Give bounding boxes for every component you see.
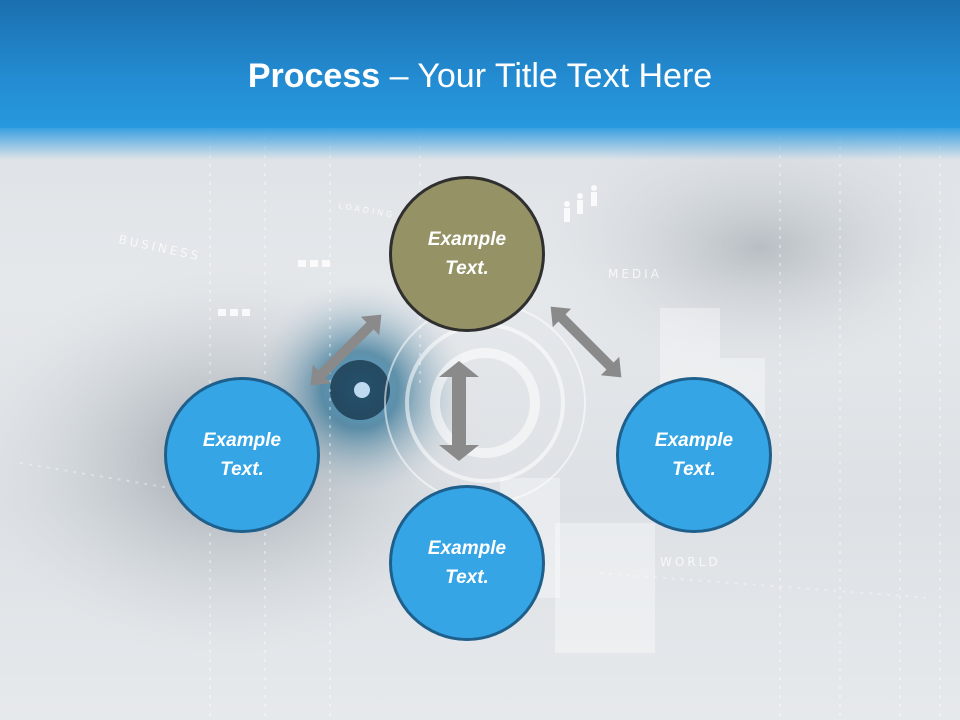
node-bottom-line1: Example — [427, 538, 507, 559]
node-left-line2: Text. — [220, 459, 264, 480]
arrow-center-vertical — [439, 361, 479, 461]
node-top-line2: Text. — [445, 258, 489, 279]
process-node-left[interactable]: Example Text. — [164, 377, 320, 533]
process-node-bottom[interactable]: Example Text. — [389, 485, 545, 641]
bg-label-media: MEDIA — [608, 267, 662, 281]
node-bottom-line2: Text. — [445, 567, 489, 588]
process-node-top[interactable]: Example Text. — [389, 176, 545, 332]
arrow-top-left — [310, 314, 382, 386]
title-bold: Process — [247, 57, 381, 95]
slide-title: Process – Your Title Text Here — [0, 54, 960, 98]
process-node-right[interactable]: Example Text. — [616, 377, 772, 533]
node-right-line2: Text. — [672, 459, 716, 480]
node-left-line1: Example — [202, 430, 282, 451]
header-bar — [0, 0, 960, 128]
node-right-line1: Example — [654, 430, 734, 451]
bg-label-world: WORLD — [660, 555, 721, 569]
arrow-top-right — [550, 306, 622, 378]
title-rest: – Your Title Text Here — [380, 57, 713, 95]
node-top-line1: Example — [427, 229, 507, 250]
